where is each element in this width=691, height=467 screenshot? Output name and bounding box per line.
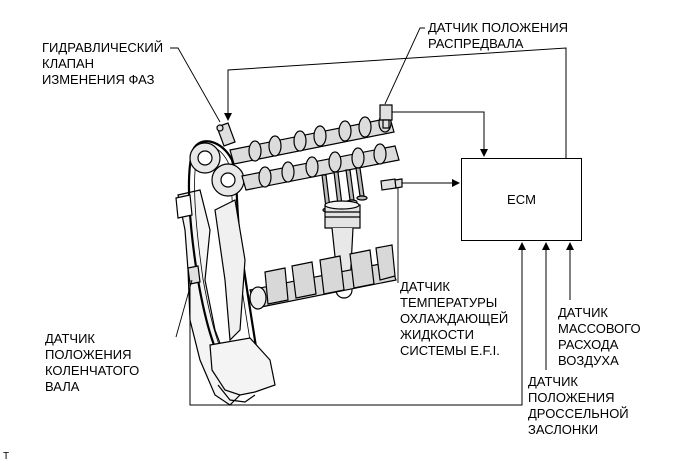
vvt-valve-label: ГИДРАВЛИЧЕСКИЙ КЛАПАН ИЗМЕНЕНИЯ ФАЗ bbox=[42, 40, 163, 88]
coolant-sensor-part bbox=[380, 178, 403, 191]
wiring bbox=[189, 47, 574, 406]
cam-sensor-label-line: ДАТЧИК ПОЛОЖЕНИЯ bbox=[428, 20, 569, 35]
coolant-sensor-label: ДАТЧИК ТЕМПЕРАТУРЫ ОХЛАЖДАЮЩЕЙ ЖИДКОСТИ … bbox=[400, 279, 509, 359]
vvt-valve-label-line: ИЗМЕНЕНИЯ ФАЗ bbox=[42, 72, 155, 87]
maf-sensor-label-line: ВОЗДУХА bbox=[558, 353, 619, 368]
coolant-sensor-label-line: СИСТЕМЫ E.F.I. bbox=[400, 343, 500, 358]
ecm-box: ECM bbox=[461, 158, 582, 241]
crankshaft bbox=[249, 244, 397, 310]
maf-sensor-label-line: РАСХОДА bbox=[558, 337, 619, 352]
coolant-sensor-label-line: ЖИДКОСТИ bbox=[400, 327, 474, 342]
throttle-sensor-label: ДАТЧИК ПОЛОЖЕНИЯ ДРОССЕЛЬНОЙ ЗАСЛОНКИ bbox=[528, 374, 629, 438]
vvt-valve-part bbox=[216, 122, 236, 147]
maf-sensor-label: ДАТЧИК МАССОВОГО РАСХОДА ВОЗДУХА bbox=[558, 305, 641, 369]
crank-sensor-part bbox=[187, 265, 201, 285]
cam-sensor-part bbox=[379, 104, 393, 129]
corner-mark: T bbox=[3, 451, 10, 462]
crank-sensor-label-line: ПОЛОЖЕНИЯ bbox=[45, 347, 132, 362]
leader-lines bbox=[170, 27, 425, 338]
exhaust-camshaft bbox=[241, 143, 400, 191]
crank-sensor-label-line: КОЛЕНЧАТОГО bbox=[45, 363, 140, 378]
ecm-label: ECM bbox=[507, 192, 536, 207]
vvt-valve-label-line: ГИДРАВЛИЧЕСКИЙ bbox=[42, 40, 164, 55]
throttle-sensor-label-line: ЗАСЛОНКИ bbox=[528, 422, 599, 437]
vvt-valve-label-line: КЛАПАН bbox=[42, 56, 95, 71]
cam-sensor-label-line: РАСПРЕДВАЛА bbox=[428, 36, 524, 51]
cam-sensor-label: ДАТЧИК ПОЛОЖЕНИЯ РАСПРЕДВАЛА bbox=[428, 20, 568, 52]
coolant-sensor-label-line: ТЕМПЕРАТУРЫ bbox=[400, 295, 498, 310]
crank-sensor-label: ДАТЧИК ПОЛОЖЕНИЯ КОЛЕНЧАТОГО ВАЛА bbox=[45, 331, 139, 395]
throttle-sensor-label-line: ПОЛОЖЕНИЯ bbox=[528, 390, 615, 405]
throttle-sensor-label-line: ДРОССЕЛЬНОЙ bbox=[528, 406, 629, 421]
throttle-sensor-label-line: ДАТЧИК bbox=[528, 374, 578, 389]
crank-sensor-label-line: ВАЛА bbox=[45, 379, 80, 394]
engine-drawing bbox=[175, 104, 403, 406]
crank-sensor-label-line: ДАТЧИК bbox=[45, 331, 95, 346]
coolant-sensor-label-line: ОХЛАЖДАЮЩЕЙ bbox=[400, 311, 509, 326]
coolant-sensor-label-line: ДАТЧИК bbox=[400, 279, 450, 294]
maf-sensor-label-line: МАССОВОГО bbox=[558, 321, 641, 336]
maf-sensor-label-line: ДАТЧИК bbox=[558, 305, 608, 320]
